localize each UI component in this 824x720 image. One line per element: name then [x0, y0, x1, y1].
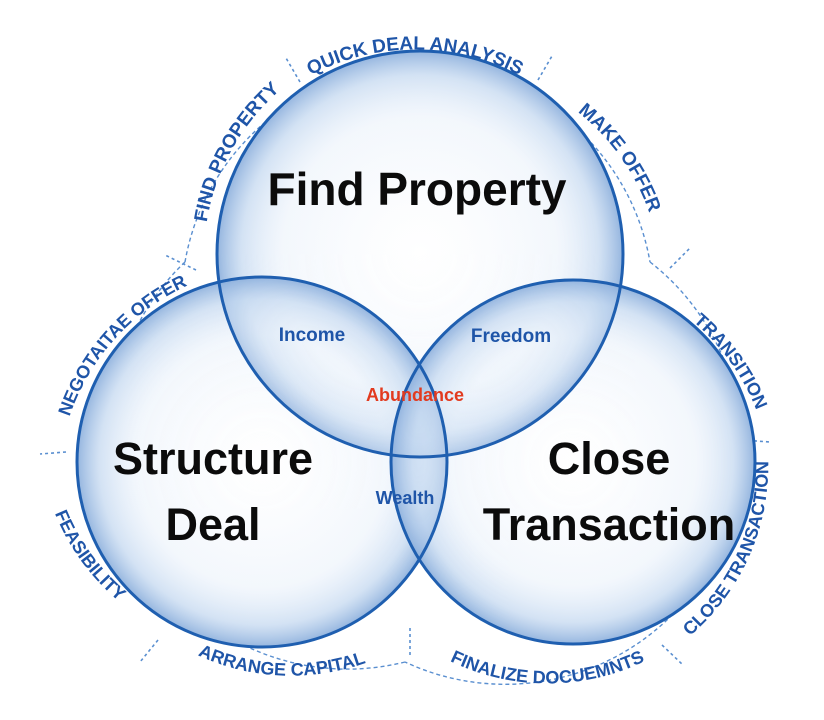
overlap-wealth: Wealth: [376, 488, 435, 508]
circle-close-transaction: [389, 278, 757, 646]
title-structure: Structure: [113, 433, 313, 484]
circle-find-property: [215, 49, 625, 459]
ring-label-finalize-documents: FINALIZE DOCUEMNTS: [448, 646, 647, 687]
circle-gloss: [77, 51, 755, 647]
circle-structure-deal: [75, 275, 449, 649]
title-find-property: Find Property: [267, 163, 566, 215]
overlap-freedom: Freedom: [471, 326, 551, 347]
title-transaction: Transaction: [483, 499, 736, 550]
overlap-income: Income: [279, 325, 346, 346]
overlap-abundance: Abundance: [366, 385, 464, 405]
title-deal: Deal: [165, 499, 260, 550]
title-close: Close: [548, 433, 671, 484]
circle-outlines: [75, 49, 757, 649]
ring-dividers: [39, 55, 771, 666]
